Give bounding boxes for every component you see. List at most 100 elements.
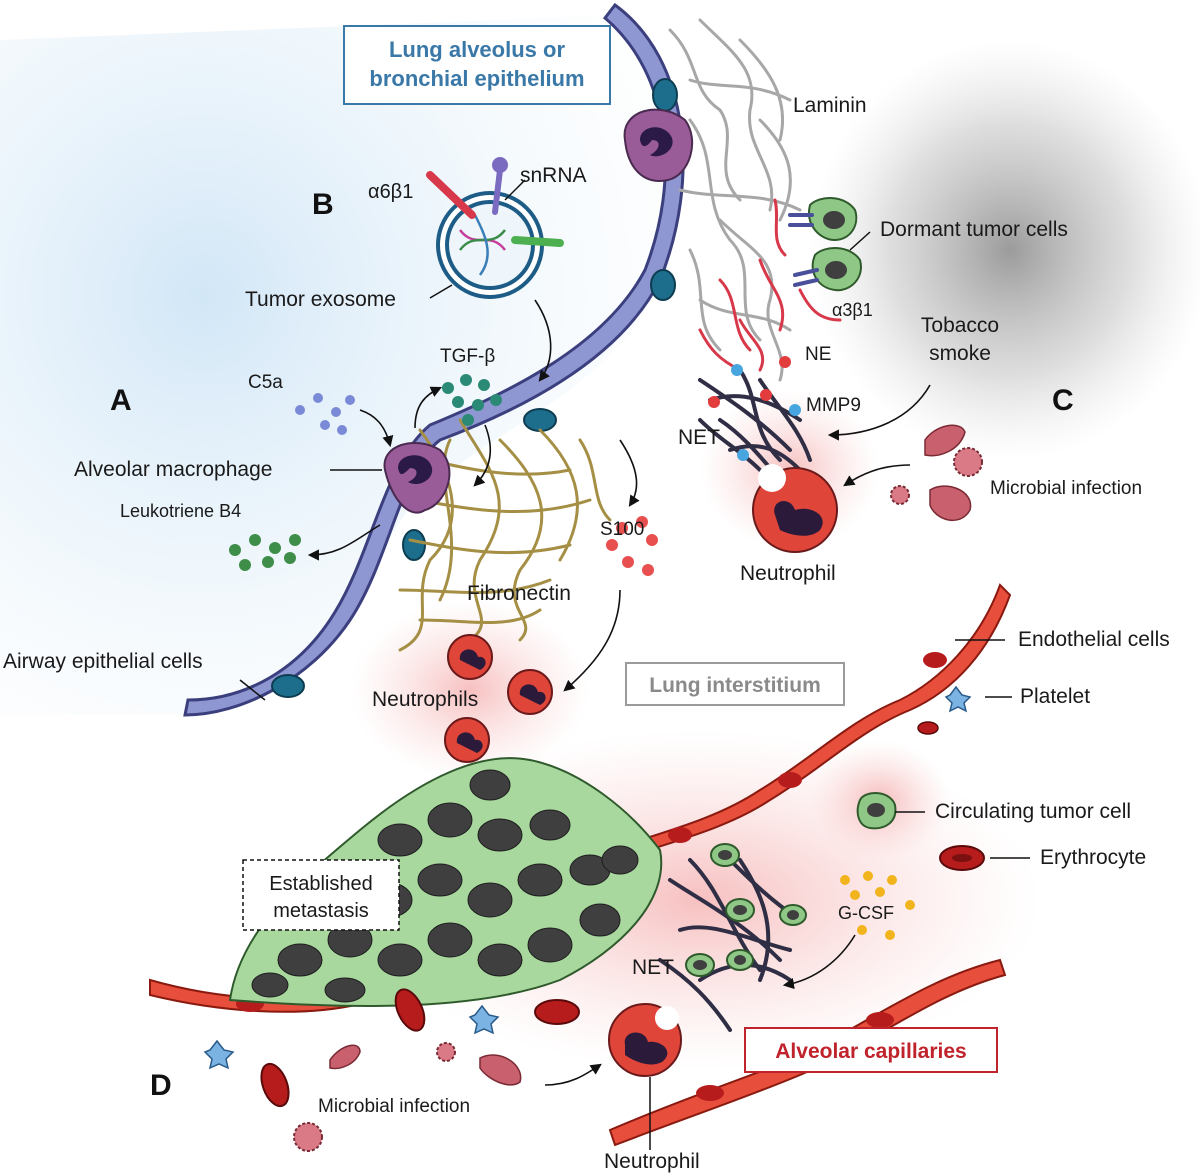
endothelial-nucleus [866,1012,894,1028]
neutrophil-bottom-lumen [655,1006,679,1030]
label-microbial-infection-top: Microbial infection [990,478,1142,499]
label-endothelial-cells: Endothelial cells [1018,628,1170,651]
label-tobacco-2: smoke [929,342,991,365]
net-top [698,368,812,492]
snrna-head [492,157,508,173]
epithelial-nucleus [650,269,676,301]
label-laminin: Laminin [793,94,867,117]
platelet [203,1039,235,1070]
interstitium-box [625,662,845,706]
panel-letter-a: A [110,384,132,417]
label-neutrophil-bottom: Neutrophil [604,1150,700,1173]
label-microbial-infection-bottom: Microbial infection [318,1096,470,1117]
endothelial-nucleus [778,772,802,788]
platelet [944,685,972,713]
label-erythrocyte: Erythrocyte [1040,846,1146,869]
interstitium-title: Lung interstitium [649,674,821,697]
label-neutrophil-top: Neutrophil [740,562,836,585]
alveolus-title-1: Lung alveolus or [389,37,565,62]
mmp9-granule [779,356,791,368]
label-tumor-exosome: Tumor exosome [245,288,396,311]
endothelial-nucleus [668,827,692,843]
microbe [924,424,966,457]
platelet [468,1004,500,1035]
dormant-callout [849,231,871,251]
microbe [479,1054,522,1086]
label-c5a: C5a [248,372,283,393]
label-mmp9: MMP9 [806,395,861,416]
epithelial-nucleus [402,529,426,561]
callout-lines [239,469,1030,1150]
capillaries-title: Alveolar capillaries [775,1040,966,1063]
microbe [329,1044,361,1070]
microbe [929,485,972,522]
metastasis-title-1: Established [269,873,372,895]
panel-letter-b: B [312,188,334,221]
label-ne: NE [805,344,831,365]
erythrocyte-center [952,854,972,862]
virus [293,1122,323,1152]
label-alveolar-macrophage: Alveolar macrophage [74,458,272,481]
ne-granule [789,404,801,416]
neutrophil-nucleus [459,649,486,670]
leukotriene-molecules [229,534,301,571]
tumor-nucleus [867,803,885,817]
g-csf-molecules [840,871,915,940]
virus [890,485,910,505]
metastasis-box [242,859,400,931]
tgf-b-molecules [442,374,502,426]
panel-letter-d: D [150,1069,172,1102]
mmp9-granule [708,396,720,408]
tumor-nucleus [823,211,845,229]
endothelial-nucleus [696,1085,724,1101]
exosome-inner [445,200,535,290]
net-tumor-cells [685,843,807,977]
tobacco-smoke-cloud [810,40,1200,460]
s100-molecules [606,516,658,576]
label-leukotriene: Leukotriene B4 [120,501,241,521]
alveolus-box [343,25,611,105]
neutrophil-nucleus [519,684,546,705]
metastasis-title-2: metastasis [273,900,369,922]
epithelial-nucleus [271,674,305,698]
label-net-top: NET [678,426,720,449]
erythrocyte [534,999,580,1025]
laminin-mesh [668,18,802,382]
arrows [307,299,931,1086]
label-airway-epithelial-cells: Airway epithelial cells [3,650,203,673]
epithelial-nucleus [652,78,678,112]
label-a6b1: α6β1 [368,181,413,203]
label-tgf-b: TGF-β [440,346,495,367]
label-circulating-tumor-cell: Circulating tumor cell [935,800,1131,823]
snrna-callout [504,179,526,201]
neutrophil-nucleus [774,500,823,536]
label-g-csf: G-CSF [838,903,894,923]
laminin-fragments [698,198,842,372]
capillaries-box [744,1027,998,1073]
c5a-molecules [295,393,355,435]
label-platelet: Platelet [1020,685,1090,708]
exosome-callout [429,284,453,299]
alveolus-lumen [0,15,679,715]
virus [436,1042,456,1062]
label-neutrophils: Neutrophils [372,688,478,711]
alveolar-macrophage-top [623,108,694,182]
label-snrna: snRNA [520,164,587,187]
neutrophil-nucleus [624,1032,668,1065]
tumor-nucleus [825,261,847,279]
label-a3b1: α3β1 [832,300,873,320]
integrin-a3b1 [788,213,819,287]
panel-letter-c: C [1052,384,1074,417]
endothelial-nucleus [923,652,947,668]
green-receptor [511,236,564,247]
neutrophil-nucleus [456,732,483,753]
epithelial-nucleus [523,408,557,432]
label-s100: S100 [600,519,644,540]
virus [953,447,983,477]
label-net-bottom: NET [632,956,674,979]
exosome-dna [459,214,506,276]
mmp9-granule [760,389,772,401]
label-tobacco-1: Tobacco [921,314,999,337]
